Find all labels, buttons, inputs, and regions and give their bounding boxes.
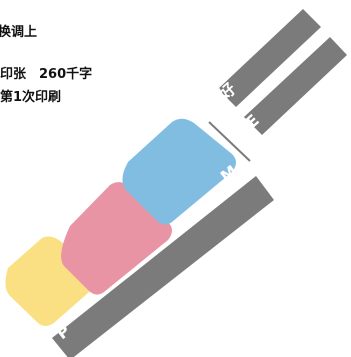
upper-gray-spine-right (244, 37, 347, 135)
pink-book-block (61, 182, 172, 295)
print-edition-text: 第1次印刷 (0, 90, 62, 105)
replacement-notice-text: 换调上 (0, 25, 38, 40)
upper-gray-spine-left (218, 9, 321, 107)
blue-book-block (122, 118, 236, 225)
divider-line (208, 121, 251, 162)
print-sheet-wordcount-text: 印张 260千字 (0, 67, 93, 82)
lower-gray-spine (52, 176, 274, 357)
